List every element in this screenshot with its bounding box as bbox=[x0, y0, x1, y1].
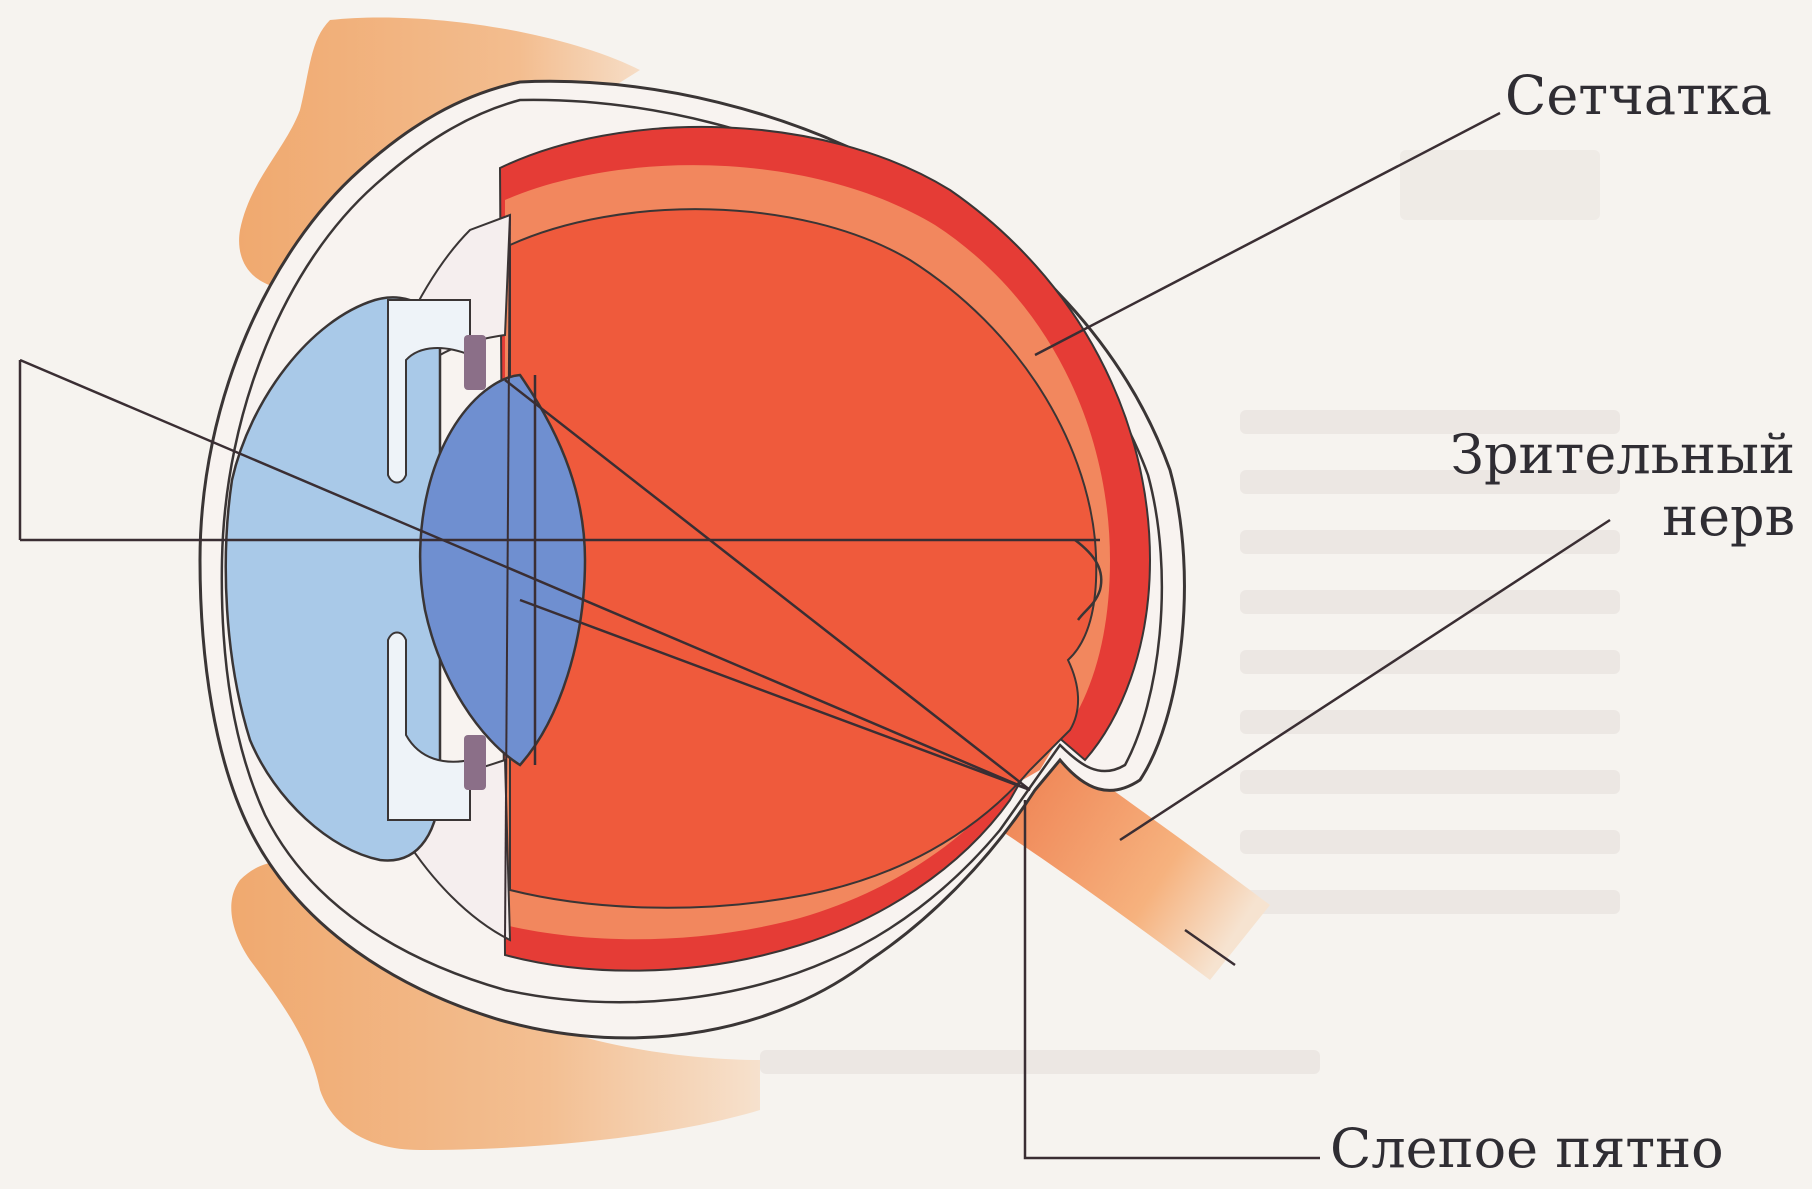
label-optic-nerve: Зрительный нерв bbox=[1380, 424, 1795, 548]
label-blind-spot: Слепое пятно bbox=[1330, 1118, 1724, 1180]
label-retina: Сетчатка bbox=[1505, 65, 1772, 127]
leader-retina bbox=[1035, 113, 1500, 355]
label-optic-nerve-line2: нерв bbox=[1380, 486, 1795, 548]
label-optic-nerve-line1: Зрительный bbox=[1380, 424, 1795, 486]
